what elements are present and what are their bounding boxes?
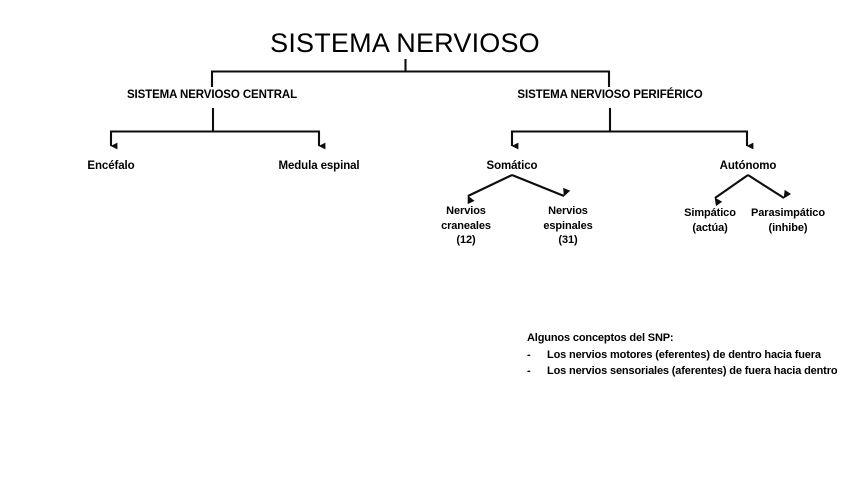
- connector-snc-branch: [109, 108, 326, 150]
- node-somatico: Somático: [486, 160, 538, 172]
- node-parasimpatico: Parasimpático (inhibe): [738, 206, 838, 235]
- node-sistema-nervioso: SISTEMA NERVIOSO: [270, 28, 540, 58]
- notes-list-item: - Los nervios motores (eferentes) de den…: [527, 348, 842, 364]
- notes-item-text: Los nervios sensoriales (aferentes) de f…: [547, 364, 838, 377]
- node-sistema-nervioso-periferico: SISTEMA NERVIOSO PERIFÉRICO: [517, 89, 703, 101]
- connector-somatico-branch: [467, 174, 571, 205]
- node-sistema-nervioso-central: SISTEMA NERVIOSO CENTRAL: [126, 89, 298, 101]
- node-nervios-craneales-count: (12): [456, 234, 476, 247]
- node-parasimpatico-note: (inhibe): [768, 221, 808, 234]
- node-medula-espinal: Medula espinal: [278, 160, 360, 172]
- notes-block: Algunos conceptos del SNP: - Los nervios…: [527, 331, 842, 380]
- notes-list: - Los nervios motores (eferentes) de den…: [527, 348, 842, 380]
- connector-snp-branch: [510, 108, 754, 150]
- node-encefalo: Encéfalo: [87, 160, 135, 172]
- node-nervios-espinales-count: (31): [558, 234, 578, 247]
- connector-autonomo-branch: [714, 174, 792, 207]
- node-nervios-espinales-line1: Nervios: [548, 205, 588, 217]
- node-nervios-espinales-line2: espinales: [543, 219, 593, 232]
- notes-bullet-marker: -: [527, 364, 531, 377]
- notes-list-item: - Los nervios sensoriales (aferentes) de…: [527, 364, 842, 380]
- node-simpatico-label: Simpático: [684, 207, 736, 219]
- node-nervios-craneales-line1: Nervios: [446, 205, 486, 217]
- node-simpatico: Simpático (actúa): [662, 206, 758, 235]
- node-nervios-espinales: Nervios espinales (31): [518, 204, 618, 248]
- connector-title-to-level2: [210, 59, 611, 87]
- node-parasimpatico-label: Parasimpático: [751, 207, 825, 219]
- notes-heading: Algunos conceptos del SNP:: [527, 332, 674, 344]
- node-simpatico-note: (actúa): [692, 221, 728, 234]
- node-nervios-craneales-line2: craneales: [441, 219, 491, 232]
- node-autonomo: Autónomo: [719, 160, 777, 172]
- notes-item-text: Los nervios motores (eferentes) de dentr…: [547, 348, 821, 361]
- node-nervios-craneales: Nervios craneales (12): [416, 204, 516, 248]
- notes-bullet-marker: -: [527, 348, 531, 361]
